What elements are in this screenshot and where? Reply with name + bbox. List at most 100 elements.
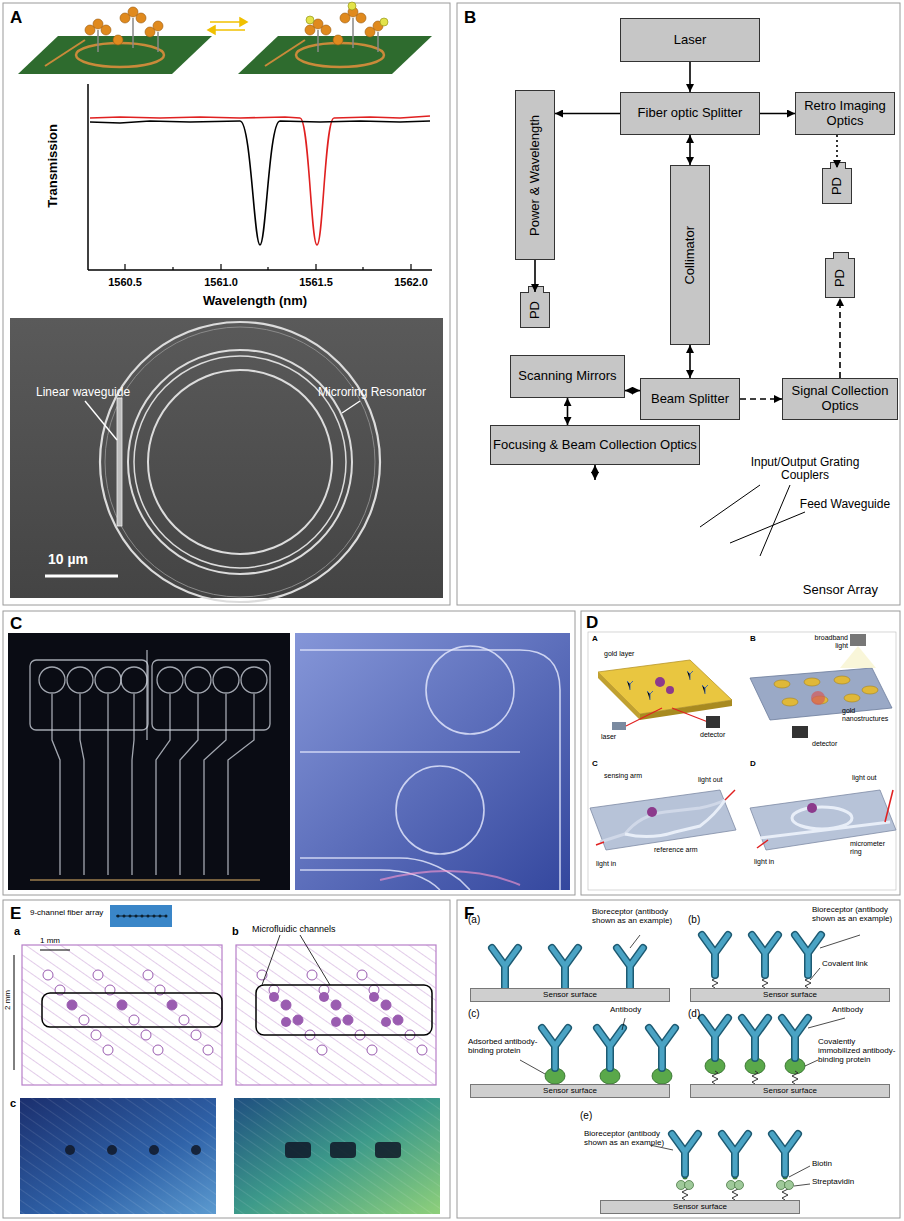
sensor-surface-bar: Sensor surface xyxy=(470,988,670,1002)
annotation-label: 2 mm xyxy=(4,990,13,1010)
node-text: Sensor surface xyxy=(763,990,817,999)
annotation-label: reference arm xyxy=(654,846,698,854)
process-box: Collimator xyxy=(670,165,710,345)
annotation-label: Covalent link xyxy=(822,960,868,969)
leader-lines xyxy=(700,485,805,556)
annotation-label: c xyxy=(10,1097,16,1109)
connector-arrow xyxy=(839,298,841,378)
annotation-label: Feed Waveguide xyxy=(795,498,895,511)
annotation-label: light in xyxy=(754,858,774,866)
binding-illustration xyxy=(18,2,432,74)
annotation-label: (c) xyxy=(468,1008,480,1019)
annotation-label: (d) xyxy=(688,1008,700,1019)
connector-arrow xyxy=(594,465,596,480)
annotation-label: Biotin xyxy=(812,1160,832,1169)
annotation-label: 9-channel fiber array xyxy=(30,909,103,918)
annotation-label: B xyxy=(750,635,756,644)
node-text: Beam Splitter xyxy=(651,392,729,407)
annotation-label: Bioreceptor (antibody shown as an exampl… xyxy=(812,906,898,924)
node-text: Sensor surface xyxy=(543,990,597,999)
node-text: PD xyxy=(528,301,543,319)
node-text: Sensor surface xyxy=(763,1086,817,1095)
multiplexed-chip-layout xyxy=(14,905,440,1214)
sensor-types-illustration xyxy=(588,632,896,890)
connector-arrow xyxy=(625,390,640,392)
annotation-label: 1560.5 xyxy=(100,276,150,288)
annotation-label: A xyxy=(592,635,598,644)
photodetector-box: PD xyxy=(822,168,852,204)
node-text: PD xyxy=(830,177,845,195)
node-text: Focusing & Beam Collection Optics xyxy=(493,438,697,453)
photodetector-box: PD xyxy=(520,292,550,328)
connector-arrow xyxy=(836,135,838,168)
annotation-label: micrometer ring xyxy=(850,840,892,856)
node-text: Scanning Mirrors xyxy=(518,369,616,384)
process-box: Beam Splitter xyxy=(640,378,740,420)
annotation-label: Microfluidic channels xyxy=(252,924,336,934)
annotation-label: broadband light xyxy=(802,634,848,650)
immobilization-illustration xyxy=(492,935,860,1200)
connector-arrow xyxy=(689,345,691,378)
annotation-label: Microring Resonator xyxy=(318,386,426,399)
annotation-label: gold layer xyxy=(604,650,634,658)
annotation-label: Antibody xyxy=(610,1006,641,1015)
panel-letter: E xyxy=(10,904,21,923)
annotation-label: (a) xyxy=(468,914,480,925)
annotation-label: laser xyxy=(601,733,616,741)
process-box: Signal Collection Optics xyxy=(782,378,898,420)
node-text: Laser xyxy=(674,33,707,48)
process-box: Scanning Mirrors xyxy=(510,355,625,398)
annotation-label: (e) xyxy=(580,1110,592,1121)
annotation-label: light out xyxy=(852,774,877,782)
sensor-surface-bar: Sensor surface xyxy=(690,1084,890,1098)
transmission-chart xyxy=(88,84,432,270)
sem-micrograph xyxy=(10,318,443,602)
node-text: Signal Collection Optics xyxy=(785,384,895,414)
node-text: Sensor surface xyxy=(543,1086,597,1095)
annotation-label: Bioreceptor (antibody shown as an exampl… xyxy=(592,908,678,926)
node-text: Fiber optic Splitter xyxy=(638,106,743,121)
node-text: PD xyxy=(833,269,848,287)
annotation-label: 1561.5 xyxy=(291,276,341,288)
connector-arrow xyxy=(760,113,795,115)
process-box: Fiber optic Splitter xyxy=(620,92,760,135)
panel-letter: 10 µm xyxy=(48,552,88,568)
panel-letter: B xyxy=(464,8,476,27)
connector-arrow xyxy=(555,113,620,115)
process-box: Laser xyxy=(620,18,760,62)
sensor-surface-bar: Sensor surface xyxy=(600,1200,800,1214)
connector-arrow xyxy=(689,135,691,165)
panel-letter: C xyxy=(10,614,22,633)
annotation-label: 1 mm xyxy=(40,937,60,946)
annotation-label: C xyxy=(592,760,598,769)
sensor-surface-bar: Sensor surface xyxy=(470,1084,670,1098)
node-text: Sensor surface xyxy=(673,1202,727,1211)
annotation-label: Adsorbed antibody-binding protein xyxy=(468,1038,538,1056)
annotation-label: 1561.0 xyxy=(196,276,246,288)
annotation-label: sensing arm xyxy=(604,772,642,780)
annotation-label: Streptavidin xyxy=(812,1178,854,1187)
process-box: Retro Imaging Optics xyxy=(795,92,895,135)
annotation-label: b xyxy=(232,925,239,937)
annotation-label: Bioreceptor (antibody shown as an exampl… xyxy=(584,1130,670,1148)
annotation-label: Linear waveguide xyxy=(36,386,130,399)
connector-arrow xyxy=(740,398,782,400)
annotation-label: light in xyxy=(596,860,616,868)
annotation-label: light out xyxy=(698,776,723,784)
connector-arrow xyxy=(689,62,691,92)
annotation-label: detector xyxy=(812,740,837,748)
annotation-label: (b) xyxy=(688,914,700,925)
panel-frames xyxy=(3,3,900,1218)
annotation-label: gold nanostructures xyxy=(842,707,894,723)
annotation-label: 1562.0 xyxy=(386,276,436,288)
device-photos xyxy=(8,633,570,890)
connector-arrow xyxy=(567,398,569,425)
annotation-label: a xyxy=(14,925,20,937)
annotation-label: detector xyxy=(700,731,725,739)
process-box: Focusing & Beam Collection Optics xyxy=(490,425,700,465)
photodetector-box: PD xyxy=(825,258,855,298)
node-text: Retro Imaging Optics xyxy=(798,99,892,129)
